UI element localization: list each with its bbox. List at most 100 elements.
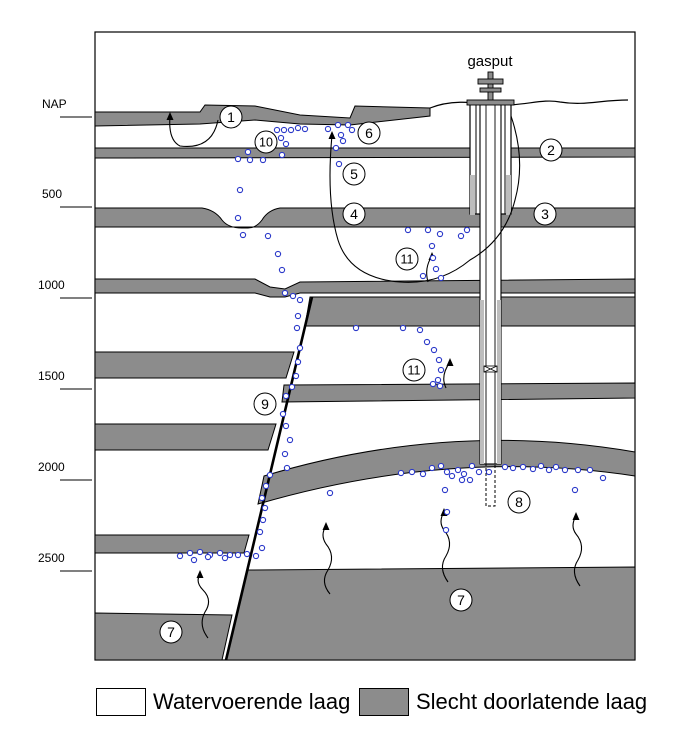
gas-bubble bbox=[419, 470, 427, 478]
ground-surface bbox=[429, 99, 629, 109]
gas-bubble bbox=[280, 126, 288, 134]
gas-well bbox=[466, 71, 515, 507]
gas-bubble bbox=[509, 464, 517, 472]
gas-bubble bbox=[234, 155, 242, 163]
gas-bubble bbox=[436, 382, 444, 390]
gas-bubble bbox=[437, 366, 445, 374]
aquitard-layer bbox=[257, 439, 636, 505]
callout-3: 3 bbox=[533, 202, 557, 226]
depth-axis: NAP 500 1000 1500 2000 2500 bbox=[38, 97, 92, 572]
gas-bubble bbox=[443, 468, 451, 476]
gas-bubble bbox=[454, 466, 462, 474]
gas-bubble bbox=[466, 476, 474, 484]
gas-bubble bbox=[258, 544, 266, 552]
callout-11-upper: 11 bbox=[395, 247, 419, 271]
gas-bubble bbox=[243, 550, 251, 558]
gas-bubble bbox=[266, 471, 274, 479]
gas-bubble bbox=[286, 436, 294, 444]
legend: Watervoerende laag Slecht doorlatende la… bbox=[0, 684, 678, 724]
gas-bubble bbox=[288, 383, 296, 391]
svg-text:8: 8 bbox=[515, 494, 523, 510]
gas-bubble bbox=[430, 346, 438, 354]
gas-bubble bbox=[239, 231, 247, 239]
gas-bubble bbox=[294, 358, 302, 366]
gas-bubble bbox=[545, 466, 553, 474]
gas-bubbles bbox=[176, 121, 607, 564]
gas-bubble bbox=[457, 232, 465, 240]
callout-6: 6 bbox=[357, 121, 381, 145]
gas-bubble bbox=[278, 151, 286, 159]
svg-text:4: 4 bbox=[350, 206, 358, 222]
svg-text:1: 1 bbox=[227, 109, 235, 125]
callout-2: 2 bbox=[539, 138, 563, 162]
gas-bubble bbox=[294, 312, 302, 320]
gas-bubble bbox=[186, 549, 194, 557]
gas-bubble bbox=[258, 494, 266, 502]
gas-bubble bbox=[274, 250, 282, 258]
gas-bubble bbox=[216, 549, 224, 557]
callout-11-lower: 11 bbox=[402, 358, 426, 382]
callout-1: 1 bbox=[219, 105, 243, 129]
gas-bubble bbox=[282, 422, 290, 430]
gas-bubble bbox=[397, 469, 405, 477]
gas-bubble bbox=[287, 126, 295, 134]
callout-7-center: 7 bbox=[449, 588, 473, 612]
gas-bubble bbox=[441, 486, 449, 494]
callout-4: 4 bbox=[342, 202, 366, 226]
gas-bubble bbox=[326, 489, 334, 497]
gas-bubble bbox=[437, 462, 445, 470]
aquitard-layer bbox=[94, 423, 277, 451]
gas-bubble bbox=[294, 124, 302, 132]
gas-bubble bbox=[460, 470, 468, 478]
gas-bubble bbox=[226, 551, 234, 559]
gas-bubble bbox=[279, 410, 287, 418]
gas-bubble bbox=[283, 464, 291, 472]
gas-bubble bbox=[475, 468, 483, 476]
aquitard-layer bbox=[94, 534, 250, 554]
gas-bubble bbox=[519, 463, 527, 471]
gas-bubble bbox=[259, 156, 267, 164]
callout-5: 5 bbox=[342, 162, 366, 186]
gas-bubble bbox=[348, 126, 356, 134]
aquitard-layer bbox=[304, 296, 636, 327]
gas-bubble bbox=[282, 392, 290, 400]
gas-bubble bbox=[282, 140, 290, 148]
callout-9: 9 bbox=[253, 392, 277, 416]
gas-bubble bbox=[571, 486, 579, 494]
gas-bubble bbox=[428, 464, 436, 472]
gas-bubble bbox=[244, 148, 252, 156]
gas-bubble bbox=[416, 326, 424, 334]
gas-bubble bbox=[292, 372, 300, 380]
gas-bubble bbox=[246, 156, 254, 164]
gas-bubble bbox=[273, 126, 281, 134]
gas-bubble bbox=[537, 462, 545, 470]
depth-label-nap: NAP bbox=[42, 97, 67, 111]
gas-bubble bbox=[281, 289, 289, 297]
svg-text:5: 5 bbox=[350, 166, 358, 182]
gas-bubble bbox=[252, 552, 260, 560]
svg-text:6: 6 bbox=[365, 125, 373, 141]
svg-text:7: 7 bbox=[167, 624, 175, 640]
gas-bubble bbox=[458, 476, 466, 484]
gas-bubble bbox=[256, 528, 264, 536]
gas-bubble bbox=[463, 226, 471, 234]
legend-aquitard-swatch bbox=[359, 688, 409, 716]
gas-bubble bbox=[277, 134, 285, 142]
aquitard-layer bbox=[94, 351, 295, 379]
fault-line bbox=[224, 296, 314, 661]
gas-bubble bbox=[261, 504, 269, 512]
gas-bubble bbox=[332, 144, 340, 152]
gas-bubble bbox=[408, 468, 416, 476]
gas-bubble bbox=[432, 265, 440, 273]
svg-text:10: 10 bbox=[259, 136, 273, 150]
gas-bubble bbox=[339, 137, 347, 145]
gas-bubble bbox=[281, 450, 289, 458]
svg-text:9: 9 bbox=[261, 396, 269, 412]
gas-bubble bbox=[437, 274, 445, 282]
gas-bubble bbox=[404, 226, 412, 234]
gas-bubble bbox=[552, 463, 560, 471]
gas-bubble bbox=[196, 548, 204, 556]
gas-bubble bbox=[448, 472, 456, 480]
depth-label-1000: 1000 bbox=[38, 278, 65, 292]
gas-bubble bbox=[485, 468, 493, 476]
